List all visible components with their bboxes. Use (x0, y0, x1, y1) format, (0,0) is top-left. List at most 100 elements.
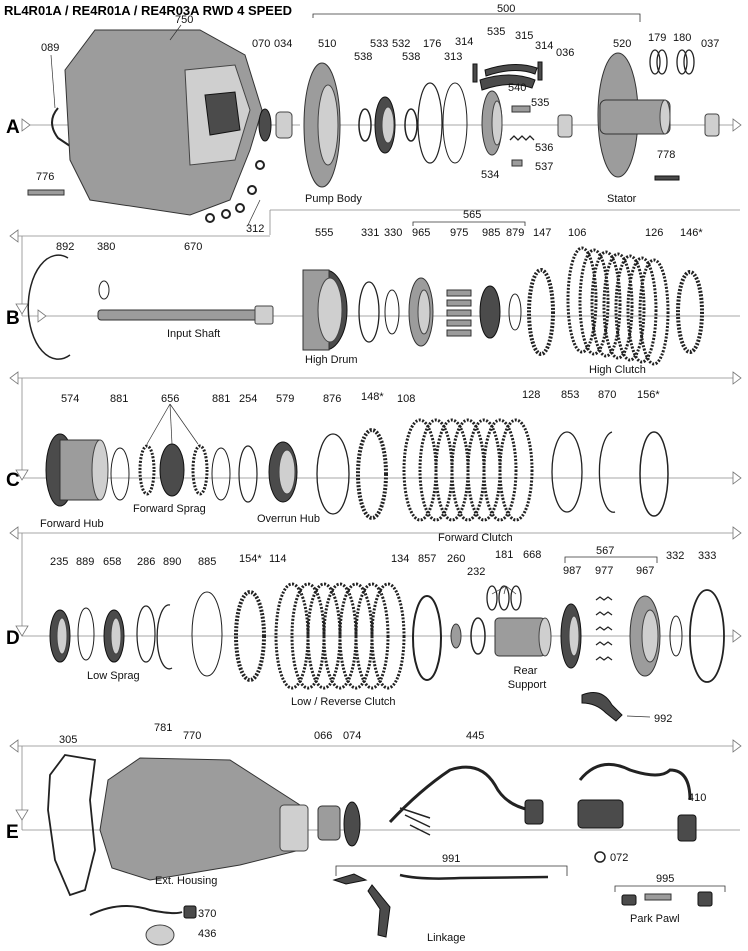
caption-park-pawl: Park Pawl (630, 913, 680, 925)
caption-forward-hub: Forward Hub (40, 518, 104, 530)
part-label: 312 (246, 223, 264, 235)
input-shaft (97, 309, 271, 321)
part-label: 445 (466, 730, 484, 742)
part-label: 260 (447, 553, 465, 565)
part-label: 750 (175, 14, 193, 26)
part-label: 567 (596, 545, 614, 557)
caption-ext-housing: Ext. Housing (155, 875, 217, 887)
part-label: 154* (239, 553, 262, 565)
part-label: 370 (198, 908, 216, 920)
part-label: 892 (56, 241, 74, 253)
part-label: 670 (184, 241, 202, 253)
part-label: 579 (276, 393, 294, 405)
part-label: 881 (110, 393, 128, 405)
part-label: 781 (154, 722, 172, 734)
caption-forward-clutch: Forward Clutch (438, 532, 513, 544)
part-label: 535 (487, 26, 505, 38)
part-label: 977 (595, 565, 613, 577)
part-label: 156* (637, 389, 660, 401)
caption-forward-sprag: Forward Sprag (133, 503, 206, 515)
part-label: 176 (423, 38, 441, 50)
rear-support (494, 617, 546, 657)
part-label: 305 (59, 734, 77, 746)
diagram-title: RL4R01A / RE4R01A / RE4R03A RWD 4 SPEED (4, 3, 292, 18)
row-e-parts (47, 754, 726, 946)
part-label: 770 (183, 730, 201, 742)
part-label: 520 (613, 38, 631, 50)
part-label: 148* (361, 391, 384, 403)
row-letters: A B C D E (6, 117, 20, 843)
part-label: 967 (636, 565, 654, 577)
caption-linkage: Linkage (427, 932, 466, 944)
part-label: 314 (535, 40, 553, 52)
part-label: 179 (648, 32, 666, 44)
part-label: 330 (384, 227, 402, 239)
part-label: 089 (41, 42, 59, 54)
part-label: 778 (657, 149, 675, 161)
row-letter-e: E (6, 822, 19, 843)
part-label: 857 (418, 553, 436, 565)
part-label: 510 (318, 38, 336, 50)
part-label: 034 (274, 38, 292, 50)
part-number-labels-e: 305 781 770 066 074 445 410 072 991 995 … (59, 722, 706, 940)
part-label: 536 (535, 142, 553, 154)
row-d-parts (49, 556, 725, 722)
part-label: 876 (323, 393, 341, 405)
part-label: 331 (361, 227, 379, 239)
part-label: 985 (482, 227, 500, 239)
part-label: 776 (36, 171, 54, 183)
part-label: 181 (495, 549, 513, 561)
part-label: 074 (343, 730, 361, 742)
part-label: 533 (370, 38, 388, 50)
caption-rear-support: Rear Support (508, 665, 547, 691)
part-label: 574 (61, 393, 79, 405)
caption-high-clutch: High Clutch (589, 364, 646, 376)
part-label: 037 (701, 38, 719, 50)
caption-high-drum: High Drum (305, 354, 358, 366)
part-label: 965 (412, 227, 430, 239)
part-label: 126 (645, 227, 663, 239)
row-letter-a: A (6, 117, 20, 138)
part-label: 070 (252, 38, 270, 50)
part-label: 889 (76, 556, 94, 568)
part-label: 668 (523, 549, 541, 561)
part-label: 313 (444, 51, 462, 63)
part-label: 537 (535, 161, 553, 173)
caption-input-shaft: Input Shaft (167, 328, 220, 340)
part-label: 286 (137, 556, 155, 568)
high-clutch-pack (566, 246, 670, 366)
part-label: 987 (563, 565, 581, 577)
part-label: 072 (610, 852, 628, 864)
part-label: 885 (198, 556, 216, 568)
caption-low-sprag: Low Sprag (87, 670, 140, 682)
row-b-parts (27, 221, 704, 366)
row-a-parts (27, 13, 720, 226)
part-label: 656 (161, 393, 179, 405)
part-label: 036 (556, 47, 574, 59)
part-label: 333 (698, 550, 716, 562)
part-label: 538 (402, 51, 420, 63)
caption-low-reverse-clutch: Low / Reverse Clutch (291, 696, 396, 708)
part-label: 315 (515, 30, 533, 42)
row-c-parts (45, 403, 669, 522)
captions: Pump Body Stator Input Shaft High Drum H… (40, 193, 680, 944)
part-label: 890 (163, 556, 181, 568)
part-label: 555 (315, 227, 333, 239)
part-number-labels-a: 089 750 070 034 500 510 538 533 532 538 … (36, 3, 719, 235)
part-label: 254 (239, 393, 257, 405)
part-label: 106 (568, 227, 586, 239)
part-label: 881 (212, 393, 230, 405)
part-label: 658 (103, 556, 121, 568)
part-label: 991 (442, 853, 460, 865)
part-label: 128 (522, 389, 540, 401)
part-label: 565 (463, 209, 481, 221)
part-label: 232 (467, 566, 485, 578)
part-number-labels-c: 574 881 656 881 254 579 876 148* 108 128… (61, 389, 660, 405)
part-label: 853 (561, 389, 579, 401)
part-label: 995 (656, 873, 674, 885)
part-label: 314 (455, 36, 473, 48)
extension-housing (99, 757, 301, 881)
part-label: 535 (531, 97, 549, 109)
part-label: 066 (314, 730, 332, 742)
